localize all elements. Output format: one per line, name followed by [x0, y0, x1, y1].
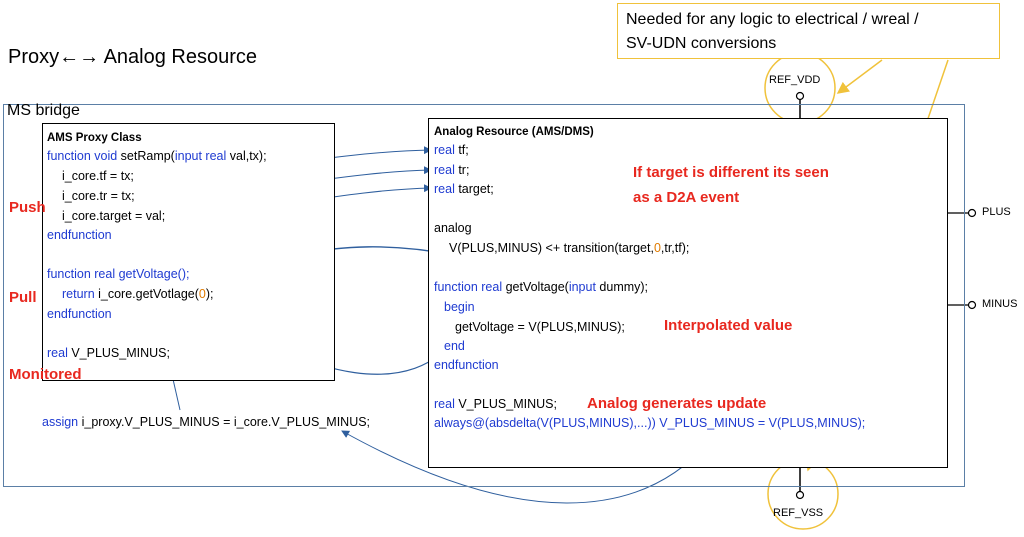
ams-proxy-class-box: [42, 123, 335, 381]
update-arrow: [341, 430, 709, 504]
proxy-code-line-2: i_core.tf = tx;: [62, 169, 134, 183]
callout-line-1: Needed for any logic to electrical / wre…: [626, 11, 919, 28]
ref-vdd-label: REF_VDD: [769, 74, 821, 86]
analog-code-line-3: real target;: [434, 182, 494, 196]
proxy-code-line-3: i_core.tr = tx;: [62, 189, 135, 203]
analog-code-line-4: analog: [434, 221, 472, 235]
analog-header: Analog Resource (AMS/DMS): [434, 126, 594, 138]
callout-pointer-vdd: [836, 59, 883, 94]
ms-bridge-label: MS bridge: [7, 102, 80, 119]
analog-code-line-9: end: [444, 339, 465, 353]
minus-label: MINUS: [982, 298, 1018, 310]
pull-annotation: Pull: [9, 289, 37, 306]
proxy-code-line-6: function real getVoltage();: [47, 267, 190, 281]
analog-code-line-10: endfunction: [434, 358, 499, 372]
monitored-annotation: Monitored: [9, 366, 82, 383]
assign-statement: assign i_proxy.V_PLUS_MINUS = i_core.V_P…: [42, 415, 371, 429]
analog-code-line-1: real tf;: [434, 143, 469, 157]
analog-code-line-6: function real getVoltage(input dummy);: [434, 280, 649, 294]
analog-code-line-12: always@(absdelta(V(PLUS,MINUS),...)) V_P…: [434, 416, 866, 430]
analog-code-line-5: V(PLUS,MINUS) <+ transition(target,0,tr,…: [449, 241, 690, 255]
proxy-code-line-9: real V_PLUS_MINUS;: [47, 346, 170, 360]
d2a-annotation-line-2: as a D2A event: [633, 189, 740, 206]
push-annotation: Push: [9, 199, 46, 216]
d2a-annotation-line-1: If target is different its seen: [633, 164, 829, 181]
ref-vss-pin: [795, 490, 805, 500]
proxy-code-line-1: function void setRamp(input real val,tx)…: [47, 149, 267, 163]
analog-resource-box: [428, 118, 948, 468]
analog-code-line-2: real tr;: [434, 163, 470, 177]
minus-pin: [967, 300, 977, 310]
page-title: Proxy←→ Analog Resource: [8, 46, 258, 68]
analog-code-line-11: real V_PLUS_MINUS;: [434, 397, 557, 411]
ref-vdd-pin: [795, 91, 805, 101]
ref-vss-label: REF_VSS: [773, 507, 824, 519]
callout-line-2: SV-UDN conversions: [626, 35, 777, 52]
proxy-header: AMS Proxy Class: [47, 132, 142, 144]
conversion-callout: Needed for any logic to electrical / wre…: [617, 3, 1000, 59]
proxy-code-line-8: endfunction: [47, 307, 112, 321]
plus-pin: [967, 208, 977, 218]
plus-label: PLUS: [982, 206, 1011, 218]
analog-code-line-8: getVoltage = V(PLUS,MINUS);: [455, 320, 625, 334]
interpolated-annotation: Interpolated value: [664, 317, 793, 334]
update-annotation: Analog generates update: [587, 395, 767, 412]
proxy-code-line-7: return i_core.getVotlage(0);: [62, 287, 214, 301]
proxy-code-line-5: endfunction: [47, 228, 112, 242]
proxy-code-line-4: i_core.target = val;: [62, 209, 166, 223]
ms-bridge-frame: [3, 104, 965, 487]
analog-code-line-7: begin: [444, 300, 475, 314]
